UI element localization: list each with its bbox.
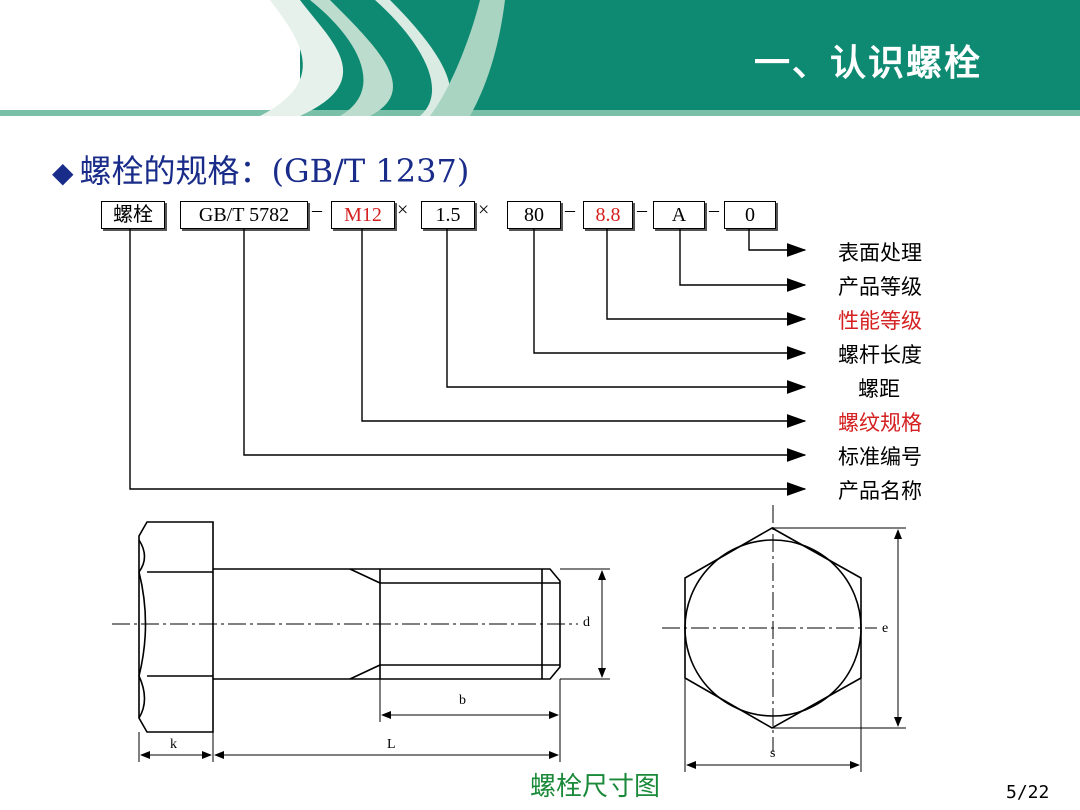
- header-banner: 一、认识螺栓: [0, 0, 1080, 116]
- leader-standard: [243, 229, 807, 462]
- figure-caption: 螺栓尺寸图: [530, 772, 661, 802]
- dim-label-k: k: [170, 737, 177, 752]
- spec-box-length: 80: [507, 201, 561, 229]
- leader-length: [533, 229, 807, 360]
- spec-box-thread: M12: [331, 201, 395, 229]
- separator-dash: –: [312, 199, 322, 221]
- spec-box-grade: 8.8: [583, 201, 633, 229]
- separator-dash: –: [709, 199, 719, 221]
- separator-dash: –: [565, 199, 575, 221]
- spec-box-surface: 0: [724, 201, 776, 229]
- label-thread-spec: 螺纹规格: [838, 411, 922, 435]
- leader-grade: [606, 229, 807, 326]
- leader-pitch: [446, 229, 807, 394]
- dim-label-s: s: [770, 746, 775, 761]
- diamond-bullet-icon: ◆: [52, 156, 74, 189]
- separator-dash: –: [637, 199, 647, 221]
- dim-label-e: e: [882, 621, 888, 636]
- spec-box-product-grade: A: [653, 201, 705, 229]
- dim-label-L: L: [387, 737, 396, 752]
- label-bolt-length: 螺杆长度: [838, 343, 922, 367]
- header-swoosh-graphic: [0, 0, 1080, 116]
- page-number: 5/22: [1006, 782, 1050, 803]
- dim-label-d: d: [583, 615, 590, 630]
- label-pitch: 螺距: [858, 377, 900, 401]
- label-performance-grade: 性能等级: [838, 309, 922, 333]
- leader-thread: [361, 229, 807, 428]
- bolt-head-side-view: [138, 521, 214, 733]
- leader-name: [129, 229, 807, 496]
- subtitle-text: 螺栓的规格：(GB/T 1237): [79, 152, 470, 190]
- leader-surface: [748, 229, 807, 257]
- label-standard-number: 标准编号: [838, 445, 922, 469]
- separator-times: ×: [478, 199, 490, 221]
- label-product-grade: 产品等级: [838, 275, 922, 299]
- spec-box-name: 螺栓: [101, 201, 165, 229]
- leader-product-grade: [679, 229, 807, 292]
- dim-label-b: b: [459, 693, 466, 708]
- spec-box-pitch: 1.5: [421, 201, 475, 229]
- label-surface-treatment: 表面处理: [838, 241, 922, 265]
- separator-times: ×: [397, 199, 409, 221]
- slide-title: 一、认识螺栓: [753, 43, 982, 84]
- subtitle: ◆螺栓的规格：(GB/T 1237): [52, 146, 469, 192]
- label-product-name: 产品名称: [838, 479, 922, 503]
- spec-box-standard: GB/T 5782: [180, 201, 308, 229]
